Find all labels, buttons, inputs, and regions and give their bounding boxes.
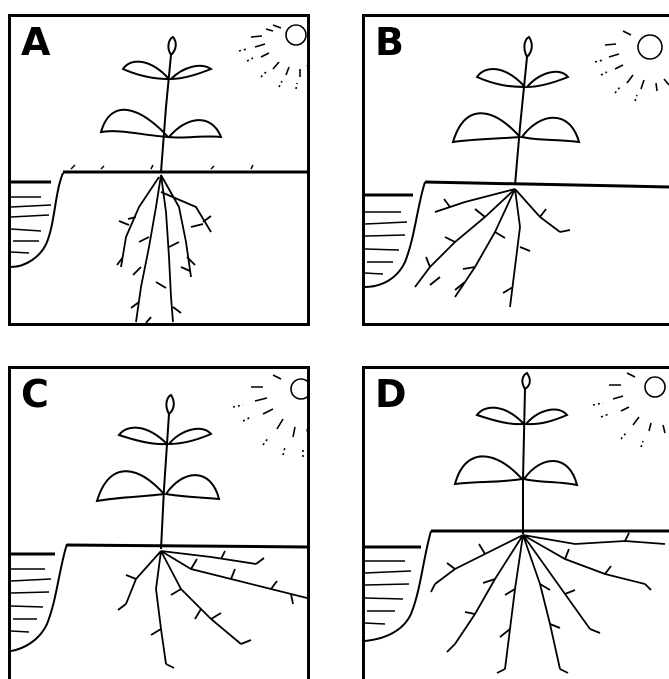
soil-line bbox=[67, 545, 310, 547]
sun-icon bbox=[593, 373, 665, 447]
plant bbox=[455, 373, 577, 534]
sun-icon bbox=[595, 31, 669, 101]
illustration-d bbox=[365, 369, 669, 679]
illustration-a bbox=[11, 17, 310, 326]
panel-d: D bbox=[362, 366, 669, 679]
sun-icon bbox=[239, 25, 310, 89]
water-bank bbox=[11, 544, 67, 651]
plant bbox=[453, 37, 579, 185]
panel-b: B bbox=[362, 14, 669, 326]
panel-c: C bbox=[8, 366, 310, 679]
water-bank bbox=[365, 531, 431, 641]
panel-a: A bbox=[8, 14, 310, 326]
water-bank bbox=[11, 173, 63, 267]
plant bbox=[101, 37, 221, 172]
roots bbox=[118, 551, 310, 668]
plant bbox=[97, 395, 219, 549]
roots bbox=[117, 175, 211, 323]
roots bbox=[431, 533, 665, 673]
sun-icon bbox=[233, 375, 310, 457]
roots bbox=[415, 189, 570, 307]
illustration-b bbox=[365, 17, 669, 326]
illustration-c bbox=[11, 369, 310, 679]
water-bank bbox=[365, 182, 425, 287]
soil-line bbox=[425, 182, 669, 187]
